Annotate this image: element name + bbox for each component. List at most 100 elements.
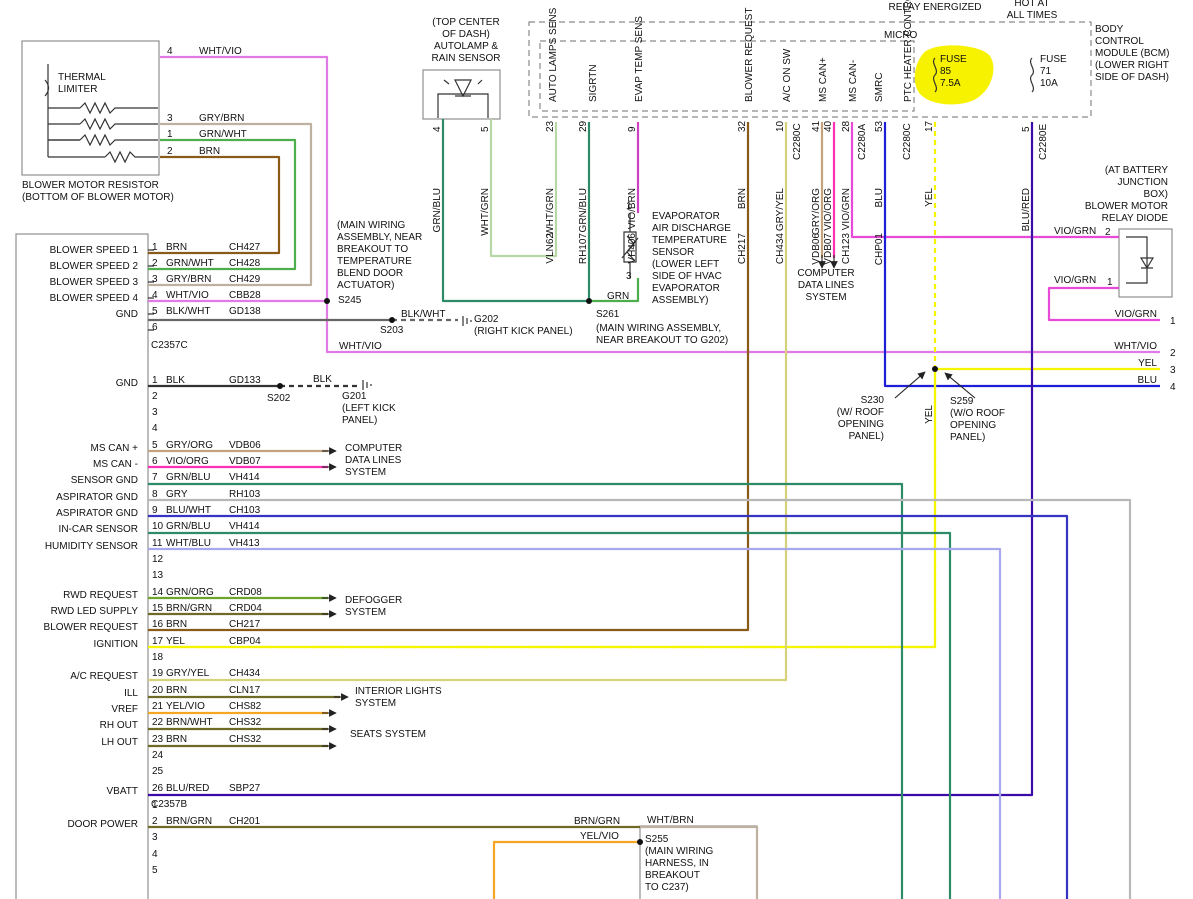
label-pin-num-26: 21	[152, 701, 164, 712]
label-pin-num-14: 9	[152, 505, 158, 516]
label-pin-name-25: ILL	[124, 688, 138, 699]
label-pin-color-1: GRN/WHT	[166, 258, 214, 269]
bcm-box	[528, 21, 1092, 118]
label-pin-circuit-2: CH429	[229, 274, 261, 285]
label-pin-num-5: 6	[152, 322, 158, 333]
bcm-micro-box	[539, 40, 915, 112]
label-c2280a: C2280A	[857, 124, 868, 160]
label-pin-num-19: 14	[152, 587, 164, 598]
label-top-pin-7: 41	[811, 120, 822, 132]
label-pin-color-2: GRY/BRN	[166, 274, 211, 285]
label-s202: S202	[267, 393, 291, 404]
label-misc-yel: YEL	[924, 405, 935, 424]
label-bcm-pin-7: SMRC	[874, 73, 885, 102]
label-s261: S261	[596, 309, 620, 320]
splice-s245	[324, 298, 330, 304]
label-top-circuit-4: VH406	[627, 233, 638, 264]
wire-vio-grn-diode-out	[1047, 286, 1160, 322]
label-pin-name-12: SENSOR GND	[71, 475, 138, 486]
label-pin-color-10: GRY/ORG	[166, 440, 213, 451]
label-g202: G202(RIGHT KICK PANEL)	[474, 314, 573, 337]
label-pin-name-2: BLOWER SPEED 3	[50, 277, 139, 288]
label-right-pin-2: 3	[1170, 365, 1176, 376]
label-bcm-pin-3: BLOWER REQUEST	[744, 8, 755, 102]
wire-grn-evap	[589, 278, 640, 303]
label-top-circuit-10: CHP01	[874, 233, 885, 266]
label-pin-num-24: 19	[152, 668, 164, 679]
label-pin-color-0: BRN	[166, 242, 187, 253]
label-pin-num-32: 1	[152, 800, 158, 811]
label-pin-circuit-0: CH427	[229, 242, 261, 253]
label-diode-color-0: VIO/GRN	[1054, 226, 1096, 237]
label-pin-num-35: 4	[152, 849, 158, 860]
label-top-pin-2: 23	[545, 120, 556, 132]
label-res-color-1: GRY/BRN	[199, 113, 244, 124]
label-seats: SEATS SYSTEM	[350, 729, 426, 740]
wire-vio-grn-ch123	[850, 122, 1119, 239]
label-diode-pin-1: 1	[1107, 277, 1113, 288]
label-c2280c-1: C2280C	[792, 123, 803, 160]
splices-layer	[277, 255, 976, 845]
fuse-71-symbol	[1029, 57, 1035, 93]
label-top-color-6: GRY/YEL	[775, 188, 786, 232]
label-pin-name-1: BLOWER SPEED 2	[50, 261, 139, 272]
label-bcm-pin-4: A/C ON SW	[782, 48, 793, 102]
label-res-color-3: BRN	[199, 146, 220, 157]
label-c2280e: C2280E	[1038, 124, 1049, 160]
label-top-color-8: VIO/ORG	[823, 188, 834, 231]
resistor-ladder	[47, 108, 105, 158]
splice-s203	[389, 317, 395, 323]
label-pin-circuit-13: RH103	[229, 489, 261, 500]
label-pin-name-10: MS CAN +	[90, 443, 138, 454]
label-top-pin-11: 17	[924, 120, 935, 132]
label-res-color-0: WHT/VIO	[199, 46, 242, 57]
label-c2280c-2: C2280C	[902, 123, 913, 160]
label-top-color-10: BLU	[874, 188, 885, 207]
label-diode-color-1: VIO/GRN	[1054, 275, 1096, 286]
label-diode-pin-0: 2	[1105, 227, 1111, 238]
label-right-color-2: YEL	[1138, 358, 1157, 369]
label-pin-name-28: LH OUT	[101, 737, 138, 748]
wire-blu-wht-aspirator	[148, 514, 1069, 899]
label-res-pin-0: 4	[167, 46, 173, 57]
label-top-pin-3: 29	[578, 120, 589, 132]
label-c2357b: C2357B	[151, 799, 187, 810]
label-pin-circuit-10: VDB06	[229, 440, 261, 451]
hvac-module-box	[15, 233, 149, 899]
label-bcm-pin-1: SIGRTN	[588, 64, 599, 102]
label-pin-circuit-20: CRD04	[229, 603, 262, 614]
label-top-circuit-6: CH434	[775, 233, 786, 265]
label-pin-name-27: RH OUT	[100, 720, 138, 731]
label-pin-color-26: YEL/VIO	[166, 701, 205, 712]
wire-brn-ch217	[148, 122, 750, 632]
label-pin-num-3: 4	[152, 290, 158, 301]
label-pin-num-10: 5	[152, 440, 158, 451]
label-pin-name-16: HUMIDITY SENSOR	[45, 541, 138, 552]
label-pin-color-24: GRY/YEL	[166, 668, 210, 679]
resistor-zigzag-2	[79, 117, 150, 131]
arrow-s230	[894, 371, 926, 399]
label-pin-color-27: BRN/WHT	[166, 717, 213, 728]
label-pin-circuit-14: CH103	[229, 505, 261, 516]
label-pin-num-16: 11	[152, 538, 163, 549]
label-top-color-5: BRN	[737, 188, 748, 209]
label-pin-color-22: YEL	[166, 636, 185, 647]
fuse-85-symbol	[932, 57, 938, 93]
wire-wht-vio-through	[325, 301, 1160, 354]
label-pin-num-23: 18	[152, 652, 164, 663]
wire-gry-aspirator	[148, 498, 1132, 899]
splice-s255	[637, 839, 643, 845]
label-top-color-9: VIO/GRN	[841, 188, 852, 230]
wire-wht-grn-autolamp	[489, 119, 558, 258]
label-pin-num-9: 4	[152, 423, 158, 434]
wire-gry-yel-ch434	[148, 122, 788, 682]
resistor-zigzag-4	[104, 150, 150, 164]
splice-s261	[586, 298, 592, 304]
